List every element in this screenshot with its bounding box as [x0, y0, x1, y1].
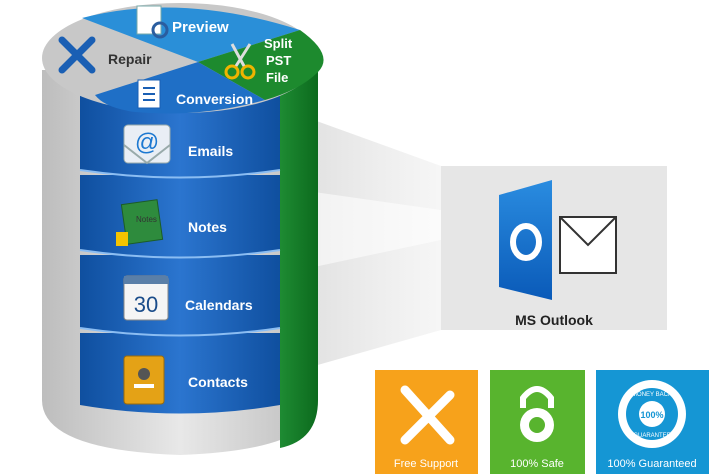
split-section: Split PST File	[224, 36, 293, 85]
badge-guaranteed: 100% MONEY BACK GUARANTEE 100% Guarantee…	[596, 370, 709, 474]
svg-text:Notes: Notes	[136, 215, 157, 224]
split-label-2: PST	[266, 53, 291, 68]
notes-label: Notes	[188, 219, 227, 235]
badge-free-support: Free Support	[375, 370, 478, 474]
svg-text:100% Safe: 100% Safe	[510, 458, 564, 470]
svg-text:@: @	[135, 129, 159, 156]
contacts-layer: Contacts	[123, 355, 248, 405]
conversion-section: Conversion	[137, 79, 253, 109]
badge-safe: 100% Safe	[490, 370, 585, 474]
outlook-label: MS Outlook	[515, 312, 593, 328]
preview-section: Preview	[136, 5, 229, 39]
calendars-label: Calendars	[185, 297, 253, 313]
preview-icon	[136, 5, 162, 35]
support-tools-icon	[400, 385, 455, 445]
svg-text:MONEY BACK: MONEY BACK	[632, 392, 672, 398]
scissors-icon	[224, 64, 240, 80]
split-label-1: Split	[264, 36, 293, 51]
preview-label: Preview	[172, 19, 229, 36]
tools-icon	[58, 36, 96, 74]
svg-text:30: 30	[134, 292, 158, 317]
svg-text:100%: 100%	[640, 410, 663, 420]
top-segment-split	[198, 30, 324, 100]
cylinder-green-side	[250, 60, 318, 448]
svg-text:Free Support: Free Support	[394, 458, 458, 470]
repair-section: Repair	[58, 36, 152, 74]
emails-layer: @ Emails	[123, 124, 233, 165]
outlook-panel	[441, 166, 667, 330]
calendars-layer: 30 Calendars	[123, 275, 253, 321]
split-label-3: File	[266, 70, 288, 85]
notes-layer: Notes Notes	[116, 199, 227, 246]
padlock-icon	[520, 386, 554, 408]
repair-label: Repair	[108, 51, 152, 67]
outlook-logo-icon	[499, 180, 617, 300]
svg-text:GUARANTEE: GUARANTEE	[633, 433, 670, 439]
contacts-label: Contacts	[188, 374, 248, 390]
conversion-label: Conversion	[176, 91, 253, 107]
svg-text:100% Guaranteed: 100% Guaranteed	[607, 458, 696, 470]
layer-bands	[79, 95, 281, 414]
emails-label: Emails	[188, 143, 233, 159]
notes-icon	[120, 199, 164, 245]
